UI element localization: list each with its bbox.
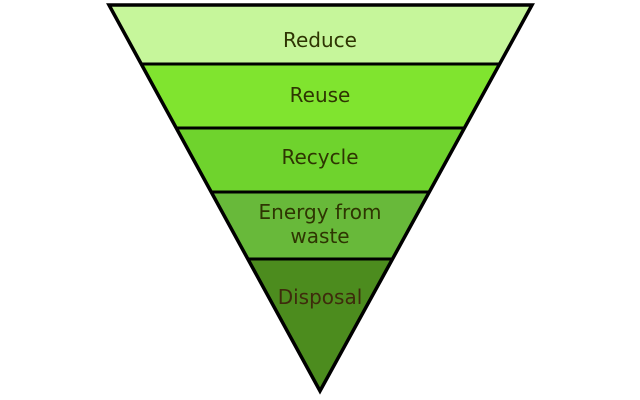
band-disposal [109, 259, 532, 391]
label-energy-from-waste-line1: Energy from [259, 200, 382, 224]
label-energy-from-waste-line2: waste [290, 224, 349, 248]
label-disposal: Disposal [278, 285, 363, 309]
label-recycle: Recycle [282, 145, 359, 169]
band-reuse [109, 64, 532, 130]
band-reduce [109, 5, 532, 66]
label-reduce: Reduce [283, 28, 357, 52]
label-reuse: Reuse [290, 83, 351, 107]
pyramid-outline [106, 3, 535, 395]
